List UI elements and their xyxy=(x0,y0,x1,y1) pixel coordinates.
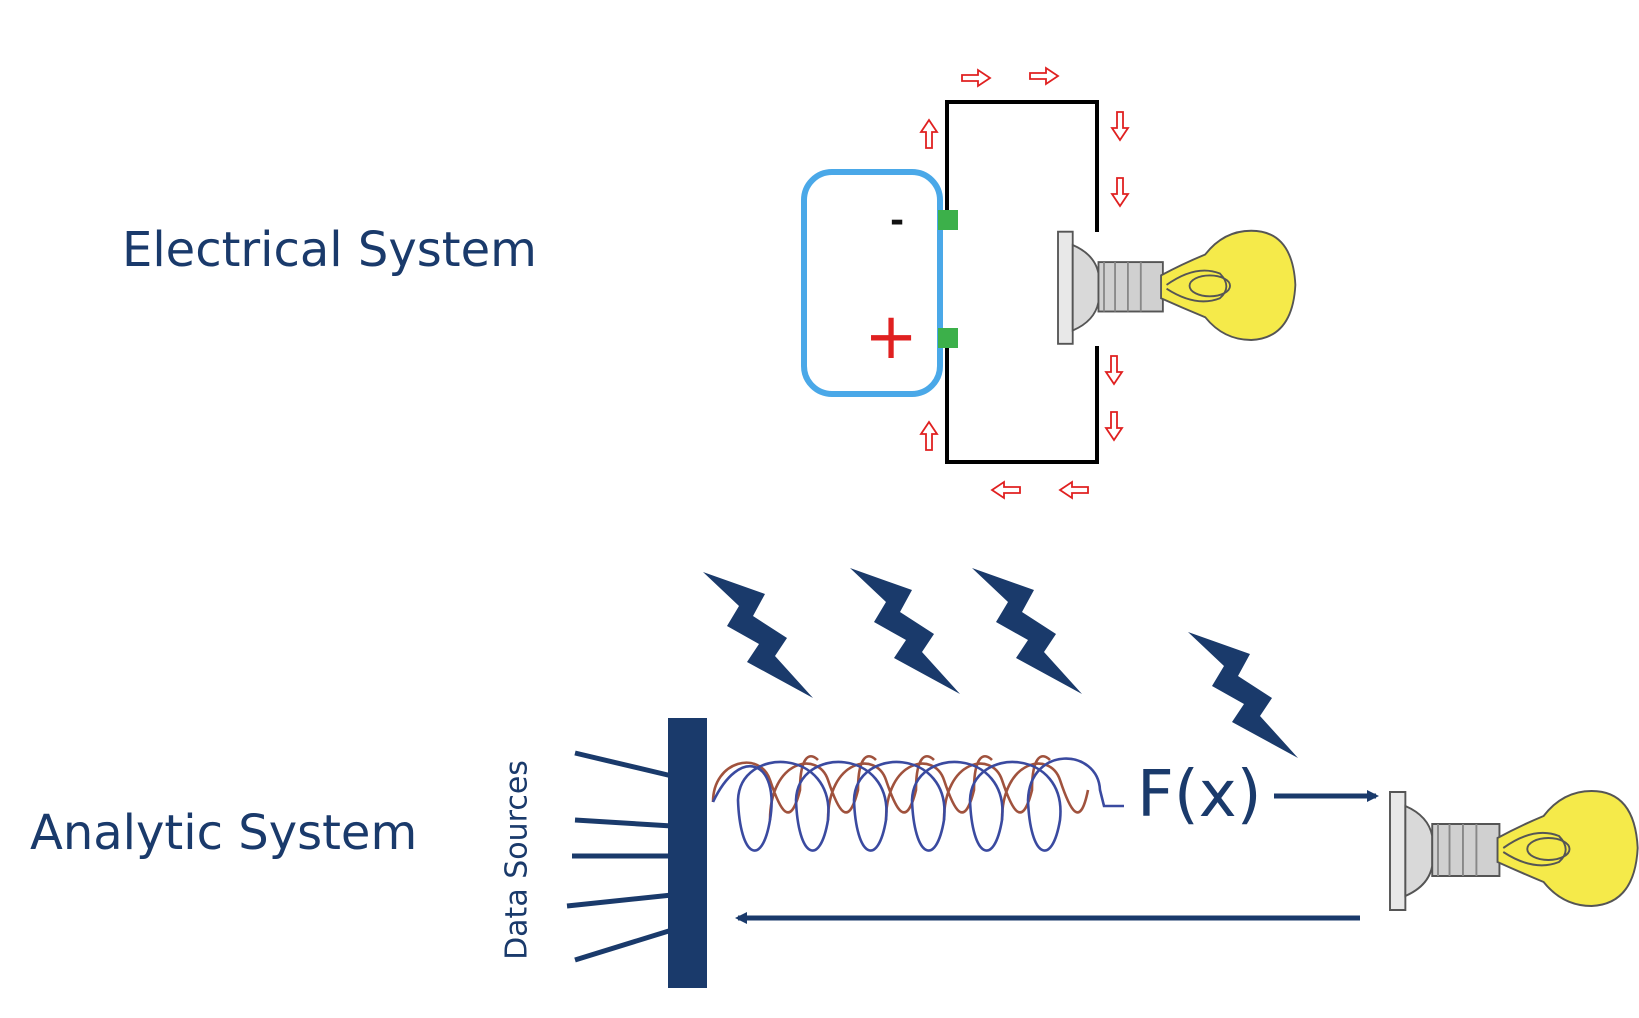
negative-symbol: - xyxy=(890,201,904,241)
lightning-bolt-icon xyxy=(850,568,960,694)
data-sources-bar xyxy=(668,718,707,988)
data-source-lines xyxy=(566,750,673,963)
lightning-bolts xyxy=(703,568,1298,758)
spring-coil-icon xyxy=(711,754,1124,852)
negative-terminal xyxy=(938,210,958,230)
light-bulb-icon xyxy=(1057,229,1297,345)
lightning-bolt-icon xyxy=(972,568,1082,694)
electrical-system-title: Electrical System xyxy=(122,222,537,278)
circuit-diagram: - + xyxy=(801,100,1297,464)
current-arrow-icon xyxy=(1029,67,1059,85)
current-arrow-icon xyxy=(920,119,938,149)
battery-icon xyxy=(801,169,943,397)
current-arrow-icon xyxy=(1111,111,1129,141)
current-arrow-icon xyxy=(991,481,1021,499)
function-label: F(x) xyxy=(1137,758,1262,832)
positive-symbol: + xyxy=(864,300,918,374)
analytic-system-title: Analytic System xyxy=(30,805,418,861)
current-arrow-icon xyxy=(1059,481,1089,499)
positive-terminal xyxy=(938,328,958,348)
current-arrow-icon xyxy=(961,69,991,87)
lightning-bolt-icon xyxy=(703,572,813,698)
lightning-bolt-icon xyxy=(1188,632,1298,758)
current-arrow-icon xyxy=(1111,177,1129,207)
current-arrow-icon xyxy=(1105,355,1123,385)
current-arrow-icon xyxy=(1105,411,1123,441)
light-bulb-icon xyxy=(1389,790,1639,911)
current-arrow-icon xyxy=(920,421,938,451)
